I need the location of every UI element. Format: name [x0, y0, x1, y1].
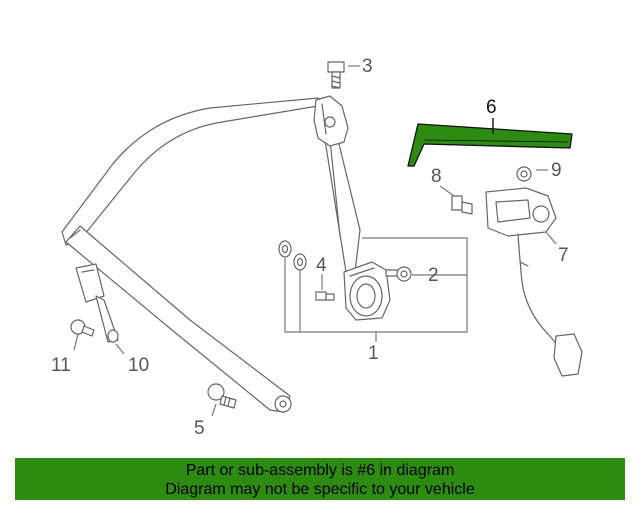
bolt-part-11: [70, 319, 95, 337]
callout-9: 9: [551, 160, 562, 181]
retractor: [343, 261, 391, 321]
adjuster-part-7: [485, 187, 583, 377]
callout-1: 1: [368, 343, 379, 364]
callout-4: 4: [316, 255, 327, 276]
info-banner: Part or sub-assembly is #6 in diagram Di…: [15, 458, 625, 500]
bolt-part-2: [385, 266, 412, 282]
upper-anchor: [313, 95, 349, 147]
callout-10: 10: [128, 355, 150, 376]
bolt-part-4: [315, 291, 335, 301]
lower-anchor: [274, 395, 292, 413]
banner-line-1: Part or sub-assembly is #6 in diagram: [185, 462, 455, 479]
washers: [278, 240, 307, 271]
bolt-part-3: [327, 61, 345, 89]
bolt-part-8: [451, 195, 473, 215]
callout-2: 2: [428, 265, 439, 286]
callout-leaders: [73, 65, 557, 417]
callout-11: 11: [51, 355, 71, 376]
grommet-part-9: [516, 166, 532, 182]
buckle-part-10: [75, 263, 119, 343]
callout-7: 7: [558, 245, 569, 266]
callout-5: 5: [194, 418, 205, 439]
banner-line-2: Diagram may not be specific to your vehi…: [165, 481, 475, 498]
assembly-bracket-1: [284, 237, 468, 342]
bolt-part-5: [207, 383, 237, 409]
callout-6: 6: [486, 97, 497, 118]
callout-8: 8: [431, 166, 442, 187]
callout-3: 3: [362, 56, 373, 77]
trim-strip-part-6: [407, 123, 573, 167]
